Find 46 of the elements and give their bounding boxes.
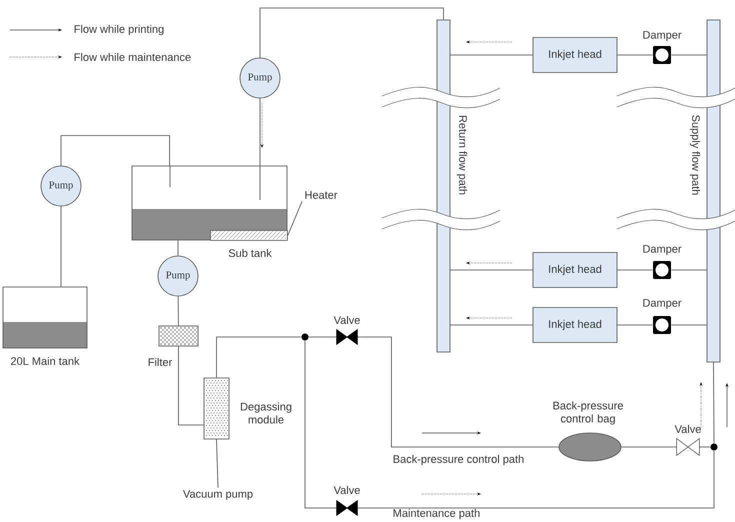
tank-label: Sub tank [228,248,272,258]
heater-strip [210,230,288,241]
pipe-line [450,54,533,56]
component-label: Back-pressure control bag [553,401,623,425]
leader-line [287,200,302,236]
pipe-line [617,54,653,56]
pipe-line [671,54,707,56]
damper-label: Damper [643,31,682,41]
pipe-line [361,336,559,448]
legend-label: Flow while maintenance [74,52,191,62]
pipe-line [304,340,333,508]
damper-label: Damper [643,299,682,309]
inkjet-head: Inkjet head [532,252,618,288]
pipe-line [60,206,62,287]
pipe-line [713,362,714,444]
valve-label: Valve [334,486,360,494]
component-label: Degassing module [240,402,292,424]
valve-label: Valve [674,424,701,434]
pipe-line [671,324,707,326]
flow-path-label: Supply flow path [690,115,700,195]
pipe-line [617,324,653,326]
tank-label: 20L Main tank [11,356,80,366]
damper-label: Damper [643,245,682,255]
pipe-line [703,446,710,448]
pipe-line [260,8,444,58]
component-label: Vacuum pump [183,490,253,500]
pipe-line [60,135,170,166]
path-label: Back-pressure control path [394,454,524,466]
junction-dot [710,444,718,450]
junction-dot [302,334,308,340]
pipe-line [361,450,714,508]
pipe-line [216,439,218,488]
pipe-line [178,346,204,426]
component-label: Heater [305,191,338,199]
legend-label: Flow while printing [74,24,164,36]
pipe-line [216,336,302,378]
pipe-line [308,336,333,338]
inkjet-head: Inkjet head [532,37,618,73]
pipe-line [178,296,179,326]
inkjet-head: Inkjet head [532,307,618,343]
valve-label: Valve [334,316,360,324]
component-label: Filter [148,358,172,366]
path-label: Maintenance path [394,508,480,520]
pipe-line [450,324,533,326]
pipe-line [621,446,673,448]
flow-path-label: Return flow path [456,116,468,194]
